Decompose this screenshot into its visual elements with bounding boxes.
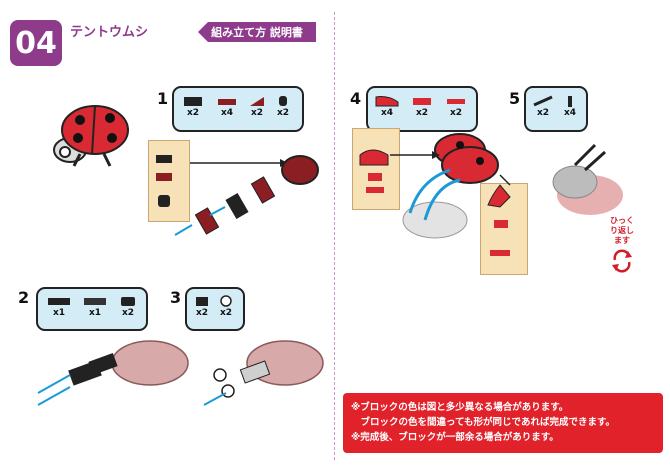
part-red-plate: x4 <box>214 94 240 118</box>
part-red-slope: x2 <box>246 94 268 118</box>
part-qty: x2 <box>121 308 135 318</box>
part-qty: x2 <box>186 108 200 118</box>
step-3-parts-box: x2 x2 <box>185 287 245 331</box>
manual-tag: 組み立て方 説明書 <box>198 22 316 42</box>
part-qty: x1 <box>52 308 66 318</box>
step-1-number: 1 <box>157 89 169 108</box>
step-3-assembly-illustration <box>203 340 324 406</box>
flip-note: ひっくり返します <box>610 216 634 245</box>
part-black-flat: x1 <box>80 294 110 318</box>
notice-line-3: ※完成後、ブロックが一部余る場合があります。 <box>351 432 559 443</box>
step-1-parts-box: x2 x4 x2 x2 <box>172 86 304 132</box>
ladybug-complete-illustration <box>53 105 129 167</box>
notice-line-1: ※ブロックの色は図と多少異なる場合があります。 <box>351 402 569 413</box>
part-white-eye: x2 <box>215 294 237 318</box>
part-qty: x2 <box>449 108 463 118</box>
part-qty: x2 <box>415 108 429 118</box>
step-4-parts-box: x4 x2 x2 <box>366 86 478 132</box>
part-black-hinge: x2 <box>116 294 140 318</box>
step-5-parts-box: x2 x4 <box>524 86 588 132</box>
flip-rotate-icon <box>612 249 632 273</box>
step-3-number: 3 <box>170 288 182 307</box>
part-qty: x4 <box>563 108 577 118</box>
part-qty: x2 <box>219 308 233 318</box>
part-qty: x2 <box>195 308 209 318</box>
page-title: テントウムシ <box>70 25 149 40</box>
step-4-assembly-illustration <box>359 133 511 256</box>
step-4-left-subassembly-panel <box>352 128 400 210</box>
part-qty: x4 <box>220 108 234 118</box>
step-5-assembly-illustration <box>552 143 623 215</box>
page-divider <box>334 12 335 460</box>
part-black-antenna: x2 <box>530 94 556 118</box>
step-2-number: 2 <box>18 288 30 307</box>
step-2-parts-box: x1 x1 x2 <box>36 287 148 331</box>
step-2-assembly-illustration <box>37 340 189 406</box>
part-qty: x2 <box>536 108 550 118</box>
part-black-pin: x4 <box>558 94 582 118</box>
step-5-number: 5 <box>509 89 521 108</box>
part-black-round: x2 <box>272 94 294 118</box>
step-1-assembly-illustration <box>156 155 319 236</box>
part-qty: x1 <box>88 308 102 318</box>
part-black-brick: x2 <box>180 94 206 118</box>
part-qty: x2 <box>250 108 264 118</box>
notice-line-2: ブロックの色を間違っても形が同じであれば完成できます。 <box>351 417 616 428</box>
part-red-tile: x2 <box>442 94 470 118</box>
part-black-round-plate: x2 <box>191 294 213 318</box>
step-4-right-subassembly-panel <box>480 183 528 275</box>
part-black-plate: x1 <box>44 294 74 318</box>
part-qty: x4 <box>380 108 394 118</box>
step-badge: 04 <box>10 20 62 66</box>
part-qty: x2 <box>276 108 290 118</box>
part-red-wing: x4 <box>372 94 402 118</box>
part-red-brick: x2 <box>408 94 436 118</box>
notice-box: ※ブロックの色は図と多少異なる場合があります。 ブロックの色を間違っても形が同じ… <box>343 393 663 453</box>
step-4-number: 4 <box>350 89 362 108</box>
